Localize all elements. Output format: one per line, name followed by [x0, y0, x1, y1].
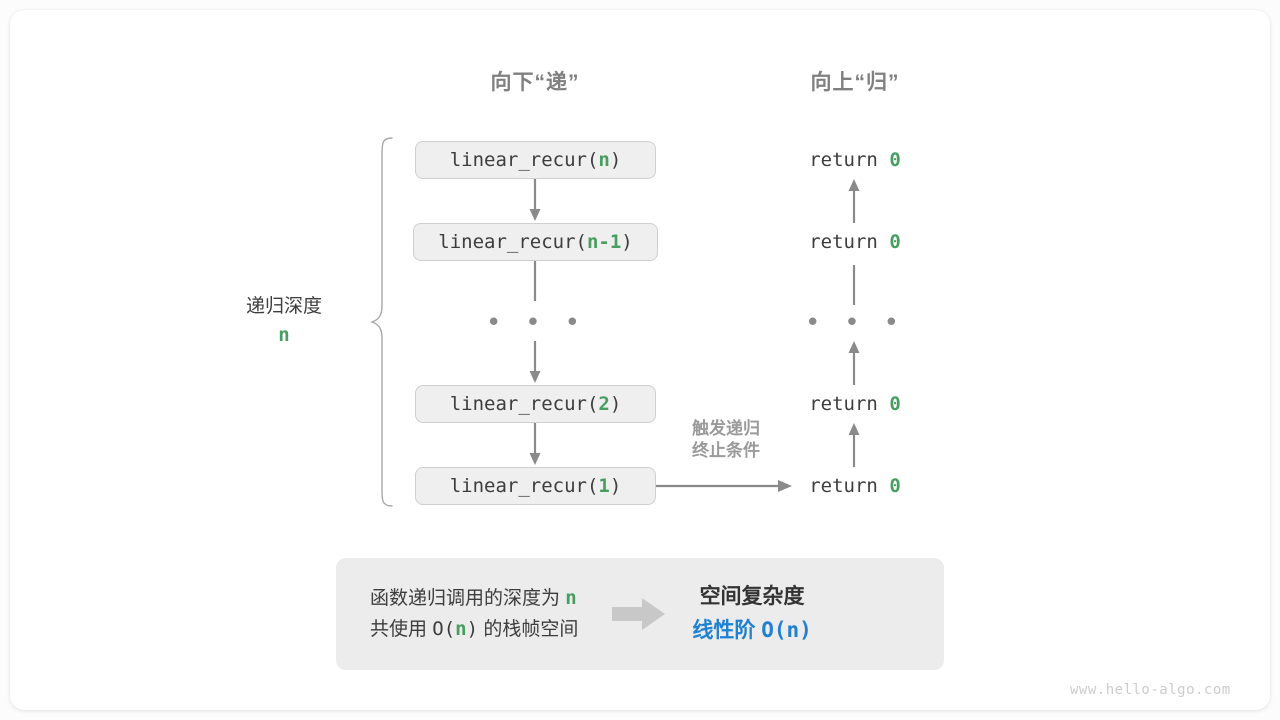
arrow-down-0-icon	[529, 179, 541, 221]
heading-return-up: 向上“归”	[810, 71, 900, 94]
summary-line-1: 函数递归调用的深度为 n	[370, 583, 578, 614]
summary-line-2: 共使用 O(n) 的栈帧空间	[370, 614, 578, 645]
call-box-3-arg: 1	[598, 475, 610, 497]
summary-result-value: 线性阶 O(n)	[692, 614, 811, 648]
call-stack-ellipsis: • • •	[485, 308, 585, 338]
return-keyword-1: return	[809, 231, 878, 253]
return-ellipsis: • • •	[804, 308, 904, 338]
arrow-up-0-icon	[848, 179, 860, 223]
watermark: www.hello-algo.com	[1070, 682, 1231, 698]
arrow-up-1-icon	[852, 265, 856, 305]
summary-line-1-n: n	[565, 586, 577, 609]
summary-line-2-n: n	[455, 618, 467, 640]
summary-line-2-bigo-close: )	[466, 618, 479, 640]
summary-panel: 函数递归调用的深度为 n 共使用 O(n) 的栈帧空间 空间复杂度 线性阶 O(…	[336, 558, 944, 670]
return-keyword-3: return	[809, 475, 878, 497]
return-keyword-2: return	[809, 393, 878, 415]
summary-line-2-bigo-open: O(	[432, 618, 456, 640]
arrow-up-2-icon	[848, 341, 860, 385]
call-box-1: linear_recur(n-1)	[413, 223, 658, 261]
return-label-1: return 0	[755, 231, 955, 253]
call-box-1-suffix: )	[621, 231, 633, 253]
summary-left-text: 函数递归调用的深度为 n 共使用 O(n) 的栈帧空间	[336, 583, 578, 646]
return-label-3: return 0	[755, 475, 955, 497]
arrow-up-3-icon	[848, 423, 860, 467]
summary-result-bigo: O(n)	[761, 617, 812, 642]
arrow-down-2-icon	[529, 341, 541, 383]
recursion-depth-label: 递归深度 n	[196, 291, 372, 346]
call-box-0-arg: n	[598, 149, 610, 171]
call-box-0: linear_recur(n)	[415, 141, 656, 179]
summary-line-2-text-a: 共使用	[370, 619, 433, 640]
call-box-2-arg: 2	[598, 393, 610, 415]
call-box-2-suffix: )	[609, 393, 622, 415]
call-box-3-suffix: )	[609, 475, 622, 497]
summary-block-arrow	[612, 597, 666, 631]
trigger-note-line1: 触发递归	[692, 419, 760, 438]
return-value-2: 0	[889, 393, 901, 415]
diagram-canvas: 向下“递” 向上“归” 递归深度 n linear_recur(n) linea…	[10, 10, 1270, 710]
return-label-2: return 0	[755, 393, 955, 415]
summary-result-title: 空间复杂度	[699, 584, 805, 608]
arrow-down-1-icon	[533, 261, 537, 301]
depth-brace-icon	[369, 137, 393, 507]
call-box-0-prefix: linear_recur(	[449, 149, 599, 171]
summary-result-order: 线性阶	[692, 618, 762, 642]
return-value-1: 0	[889, 231, 901, 253]
recursion-depth-text: 递归深度	[245, 296, 322, 317]
trigger-note-line2: 终止条件	[692, 441, 760, 461]
call-box-2-prefix: linear_recur(	[449, 393, 599, 415]
return-keyword-0: return	[809, 149, 878, 171]
summary-line-1-text: 函数递归调用的深度为	[370, 587, 566, 609]
summary-right-text: 空间复杂度 线性阶 O(n)	[692, 581, 811, 647]
call-box-0-suffix: )	[609, 149, 622, 171]
call-box-3: linear_recur(1)	[415, 467, 656, 505]
arrow-down-3-icon	[529, 423, 541, 465]
arrow-right-terminal-icon	[656, 480, 792, 492]
return-label-0: return 0	[755, 149, 955, 171]
call-box-1-prefix: linear_recur(	[438, 231, 587, 253]
arrow-right-block-icon	[612, 598, 666, 630]
trigger-note: 触发递归 终止条件	[656, 418, 796, 462]
return-value-0: 0	[889, 149, 901, 171]
call-box-1-arg: n-1	[586, 231, 622, 253]
heading-recurse-down: 向下“递”	[490, 71, 580, 94]
recursion-depth-value: n	[278, 324, 290, 346]
summary-line-2-text-b: 的栈帧空间	[478, 619, 579, 640]
return-value-3: 0	[889, 475, 901, 497]
call-box-3-prefix: linear_recur(	[449, 475, 599, 497]
call-box-2: linear_recur(2)	[415, 385, 656, 423]
